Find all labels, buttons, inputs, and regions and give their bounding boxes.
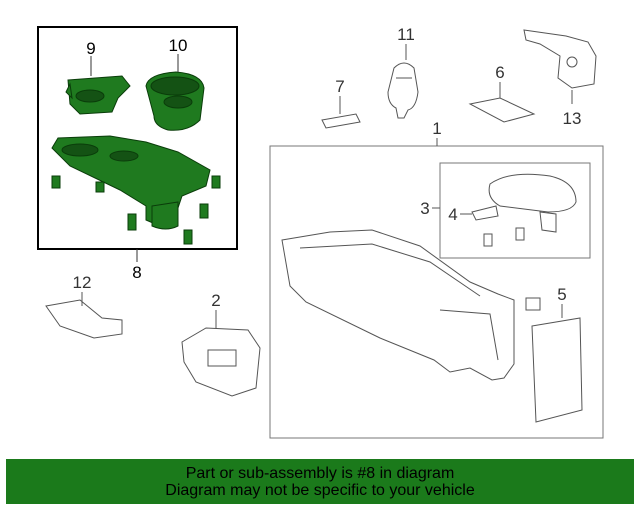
banner-line-2: Diagram may not be specific to your vehi… bbox=[165, 481, 475, 499]
part-9-cup-insert[interactable] bbox=[65, 75, 131, 115]
callout-3: 3 bbox=[420, 199, 429, 218]
callout-5: 5 bbox=[557, 285, 566, 304]
callout-12: 12 bbox=[73, 273, 92, 292]
callout-2: 2 bbox=[211, 291, 220, 310]
callout-10: 10 bbox=[169, 36, 188, 55]
part-3-frame bbox=[439, 162, 591, 259]
part-5-side-panel[interactable] bbox=[531, 317, 583, 423]
callout-7: 7 bbox=[335, 77, 344, 96]
bolts bbox=[483, 227, 525, 247]
part-3-armrest-lid[interactable] bbox=[488, 173, 577, 233]
part-2-bracket[interactable] bbox=[181, 327, 261, 397]
banner-line-1: Part or sub-assembly is #8 in diagram bbox=[185, 464, 455, 482]
callout-11: 11 bbox=[397, 25, 415, 44]
part-8-console-tray[interactable] bbox=[51, 135, 221, 245]
part-4-hinge[interactable] bbox=[471, 205, 499, 221]
callout-8: 8 bbox=[132, 263, 141, 282]
part-13-brake-lever[interactable] bbox=[523, 29, 597, 89]
part-6-mat[interactable] bbox=[468, 97, 536, 123]
callout-13: 13 bbox=[563, 109, 582, 128]
info-banner: Part or sub-assembly is #8 in diagram Di… bbox=[6, 459, 634, 504]
callout-6: 6 bbox=[495, 63, 504, 82]
part-10-cup-holder[interactable] bbox=[145, 71, 205, 131]
part-1-console-body[interactable] bbox=[281, 229, 541, 381]
parts-diagram: 9 10 8 11 7 6 13 1 3 4 5 12 2 bbox=[37, 25, 604, 439]
callout-1: 1 bbox=[432, 119, 441, 138]
part-7-clip[interactable] bbox=[321, 113, 361, 129]
part-11-shift-knob[interactable] bbox=[387, 62, 419, 119]
part-12-trim[interactable] bbox=[45, 299, 123, 339]
callout-9: 9 bbox=[86, 39, 95, 58]
callout-4: 4 bbox=[448, 205, 457, 224]
